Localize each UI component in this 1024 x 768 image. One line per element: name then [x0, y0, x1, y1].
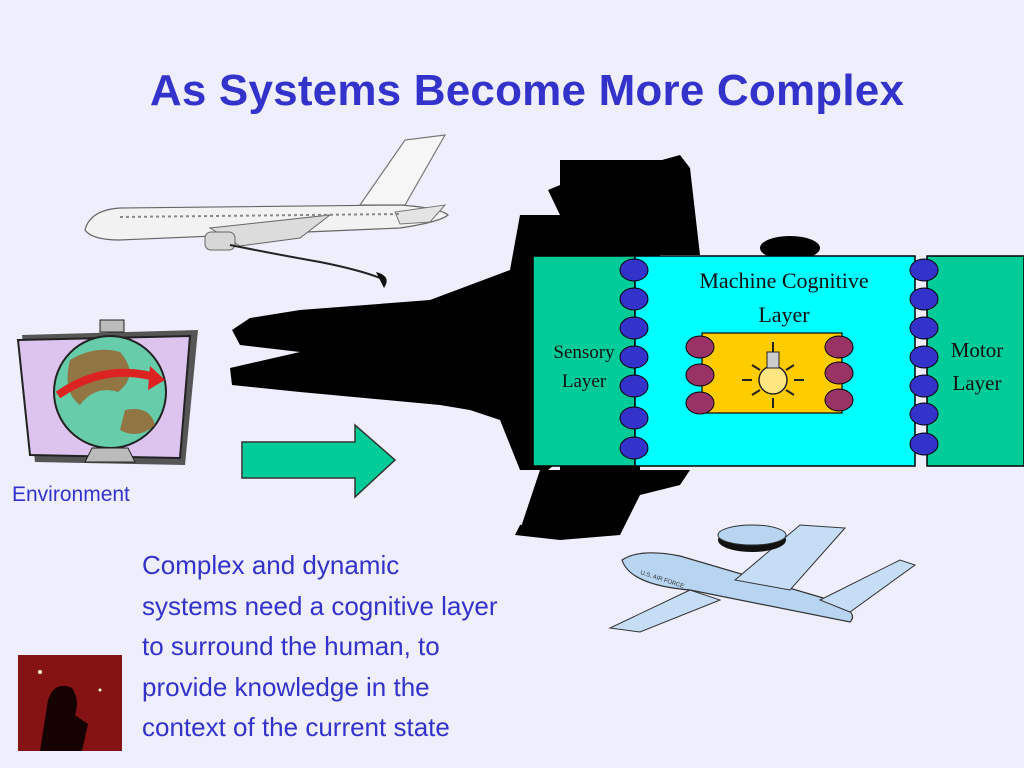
- motor-layer-label-line: Layer: [952, 371, 1002, 395]
- machine-cognitive-layer-label-line: Layer: [758, 302, 810, 327]
- awacs-plane-icon: U.S. AIR FORCE: [608, 524, 917, 633]
- motor-connectors: [909, 258, 939, 456]
- flow-arrow: [241, 423, 397, 499]
- motor-layer-label: Motor Layer: [932, 334, 1022, 400]
- body-text-line: systems need a cognitive layer: [142, 590, 498, 621]
- machine-cognitive-layer-label: Machine Cognitive Layer: [668, 264, 900, 332]
- sensory-layer-label: Sensory Layer: [538, 338, 630, 396]
- lightbulb-icon: [742, 342, 804, 408]
- body-text-line: to surround the human, to: [142, 631, 440, 661]
- machine-cognitive-layer-label-line: Machine Cognitive: [699, 268, 869, 293]
- slide-title: As Systems Become More Complex: [149, 66, 905, 115]
- environment-label: Environment: [12, 483, 130, 506]
- globe-environment-icon: [16, 319, 198, 465]
- motor-layer-label-line: Motor: [950, 338, 1004, 362]
- body-text-line: provide knowledge in the: [142, 671, 430, 702]
- knowledge-nodes: [685, 335, 854, 415]
- body-text-line: context of the current state: [142, 712, 450, 742]
- motor-layer-box: [926, 255, 1024, 467]
- airliner-icon: [84, 134, 449, 288]
- body-text-line: Complex and dynamic: [142, 550, 400, 580]
- sensory-connectors: [619, 258, 649, 460]
- sensory-layer-label-line: Layer: [561, 371, 607, 392]
- sensory-layer-label-line: Sensory: [553, 342, 615, 363]
- horsehead-nebula-photo: [18, 655, 122, 751]
- sensory-layer-box: [532, 255, 636, 467]
- body-text: Complex and dynamic systems need a cogni…: [142, 545, 622, 748]
